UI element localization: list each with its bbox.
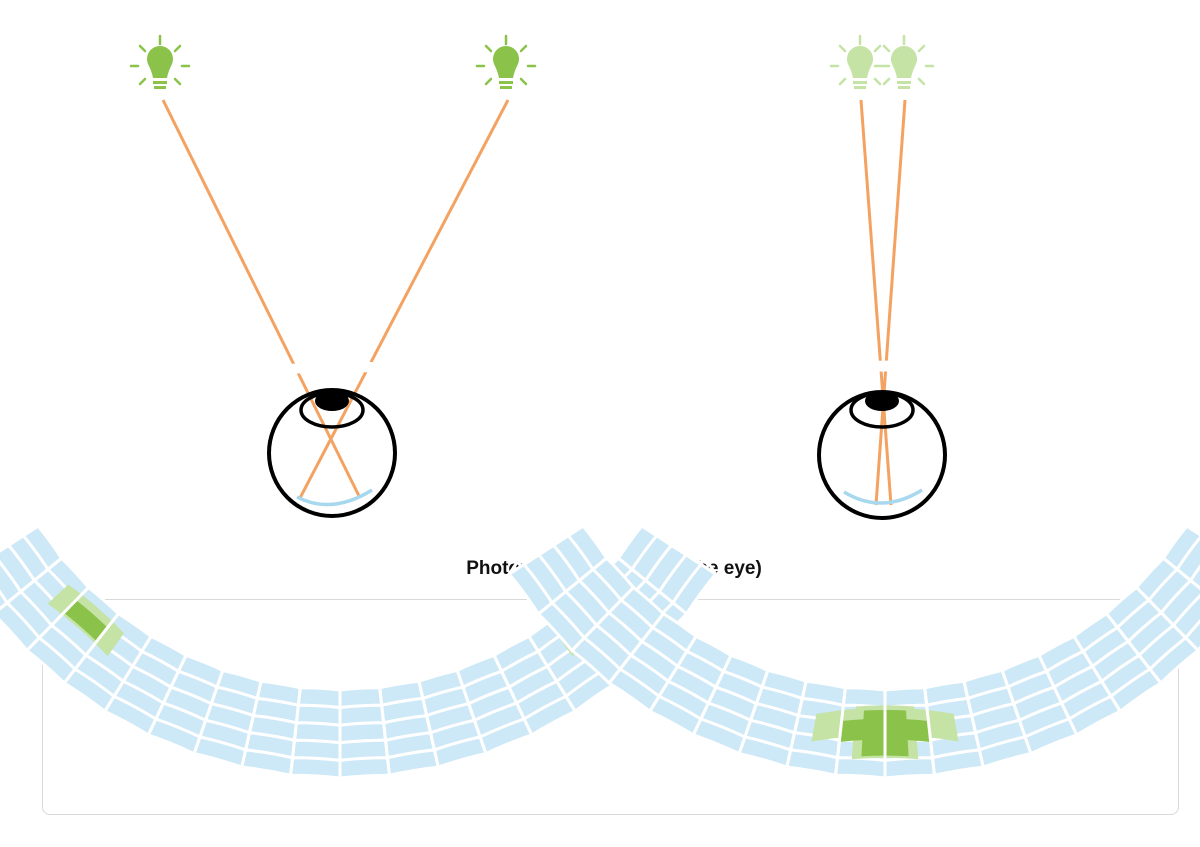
glow-ray (838, 77, 847, 86)
bulb-glass (847, 46, 873, 78)
grid-line (527, 635, 577, 713)
glow-ray (519, 77, 528, 86)
glow-ray (917, 44, 926, 53)
glow-ray (138, 77, 147, 86)
bulb-base (154, 86, 166, 89)
grid-line (617, 557, 688, 616)
grid-line (834, 687, 847, 776)
glow-ray (173, 44, 182, 53)
photoreceptor-cell (833, 756, 887, 780)
photoreceptor-grid-narrow (507, 360, 1200, 780)
pupil (865, 391, 899, 411)
bulb-base (853, 81, 867, 84)
bulb-glass (147, 46, 173, 78)
glow-ray (484, 77, 493, 86)
grid-line (7, 363, 673, 547)
grid-line (522, 366, 1200, 566)
retina (843, 488, 923, 505)
grid-line (289, 687, 302, 776)
grid-line (36, 360, 644, 527)
stimulated-photoreceptor (63, 600, 108, 642)
grid-line (570, 586, 635, 652)
grid-line (552, 363, 1200, 547)
grid-line (192, 669, 225, 755)
light-ray (161, 99, 362, 499)
grid-line (508, 524, 584, 576)
grid-line (417, 680, 440, 768)
grid-line (103, 635, 153, 713)
glow-ray (873, 44, 882, 53)
glow-ray (173, 77, 182, 86)
bulb-base (854, 86, 866, 89)
grid-line (455, 669, 488, 755)
bulb-base (153, 81, 167, 84)
glow-ray (484, 44, 493, 53)
grid-line (923, 687, 936, 776)
pupil (315, 391, 349, 411)
grid-line (22, 362, 658, 537)
grid-line (785, 680, 808, 768)
grid-line (1072, 635, 1122, 713)
photoreceptor-cell (0, 600, 42, 653)
glow-ray (519, 44, 528, 53)
grid-line (691, 654, 733, 736)
grid-line (146, 654, 188, 736)
glow-ray (873, 77, 882, 86)
bulb-glass (891, 46, 917, 78)
grid-line (1162, 557, 1200, 591)
grid-line (378, 687, 391, 776)
grid-line (508, 368, 1200, 575)
light-ray (874, 99, 907, 506)
light-ray (859, 99, 893, 506)
scene-narrow (817, 34, 947, 520)
eyeball (817, 390, 947, 520)
glow-ray (882, 44, 891, 53)
grid-line (1135, 586, 1200, 652)
photoreceptor-cell (883, 756, 937, 780)
grid-line (537, 557, 608, 616)
lightbulb-icon (475, 34, 537, 89)
photoreceptor-cell (1188, 564, 1200, 591)
lightbulb-icon (873, 34, 935, 89)
grid-line (63, 612, 120, 684)
grid-line (1037, 654, 1079, 736)
grid-line (240, 680, 263, 768)
eyeball (267, 388, 397, 518)
photoreceptor-cell (288, 756, 342, 780)
grid-line (0, 524, 39, 553)
bulb-glass (493, 46, 519, 78)
scene-wide (129, 34, 537, 518)
grid-line (0, 557, 63, 611)
grid-line (648, 635, 698, 713)
bulb-base (500, 86, 512, 89)
grid-line (1105, 612, 1162, 684)
grid-line (641, 524, 717, 576)
retina (296, 488, 373, 507)
grid-line (608, 612, 665, 684)
light-ray (298, 99, 510, 499)
glow-ray (917, 77, 926, 86)
photoreceptor-cell (0, 589, 10, 611)
bulb-base (897, 81, 911, 84)
glow-ray (138, 44, 147, 53)
bulb-base (898, 86, 910, 89)
grid-line (1186, 524, 1200, 537)
grid-line (1000, 669, 1033, 755)
grid-line (0, 366, 703, 566)
bulb-base (499, 81, 513, 84)
grid-line (581, 360, 1189, 527)
glow-ray (882, 77, 891, 86)
grid-line (25, 586, 90, 652)
lightbulb-icon (129, 34, 191, 89)
photoreceptor-cell (338, 756, 392, 780)
grid-line (492, 654, 534, 736)
glow-ray (838, 44, 847, 53)
grid-line (567, 362, 1200, 537)
grid-line (737, 669, 770, 755)
grid-line (962, 680, 985, 768)
